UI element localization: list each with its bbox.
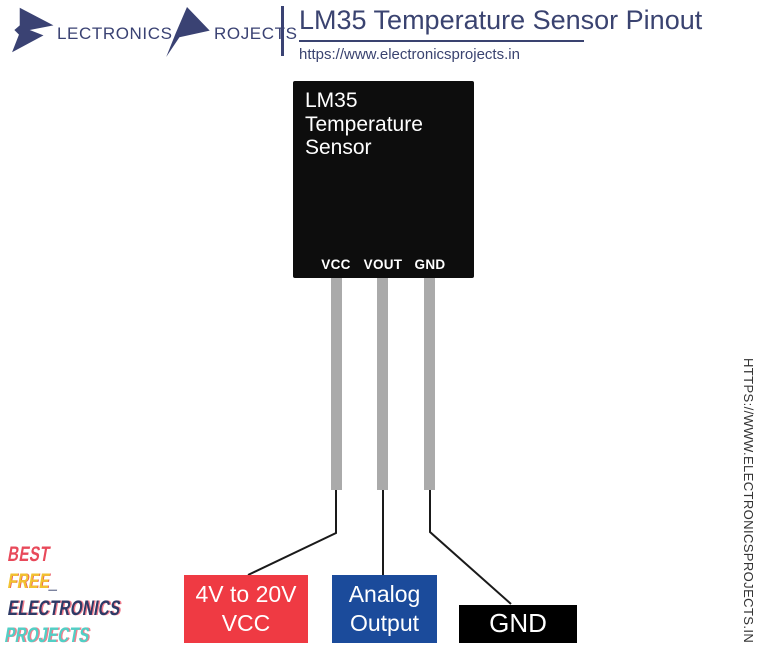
vcc-callout-box: 4V to 20V VCC (184, 575, 308, 643)
vcc-wire (247, 490, 337, 576)
brand-electronics-label: LECTRONICS (57, 24, 173, 43)
vout-callout-box: Analog Output (332, 575, 437, 643)
gnd-callout-label: GND (489, 608, 547, 639)
badge-line-electronics: ELECTRONICS (6, 597, 123, 620)
lm35-sensor-body: LM35 Temperature Sensor VCC VOUT GND (293, 81, 474, 278)
header-divider (281, 6, 284, 56)
badge-line-best: BEST (6, 543, 53, 566)
badge-line-free: FREE_ (6, 570, 61, 593)
best-free-projects-badge: BEST FREE_ ELECTRONICS PROJECTS (3, 541, 126, 653)
title-underline (299, 40, 584, 42)
website-url: https://www.electronicsprojects.in (299, 46, 520, 63)
side-url-watermark: HTTPS://WWW.ELECTRONICSPROJECTS.IN (741, 358, 756, 644)
sensor-name-label: LM35 Temperature Sensor (305, 89, 423, 160)
badge-line-projects: PROJECTS (3, 624, 92, 647)
gnd-pin-lead (424, 278, 435, 490)
projects-p-logo-icon (166, 6, 210, 58)
gnd-callout-box: GND (459, 605, 577, 643)
vout-callout-line1: Analog (348, 580, 421, 607)
vcc-callout-line1: 4V to 20V (195, 580, 297, 607)
brand-projects-label: ROJECTS (214, 24, 298, 43)
page-title: LM35 Temperature Sensor Pinout (299, 5, 703, 35)
pin-name-vcc: VCC (321, 257, 351, 272)
vcc-pin-lead (331, 278, 342, 490)
electronics-e-logo-icon (12, 7, 54, 53)
pin-name-vout: VOUT (363, 257, 403, 272)
pin-name-gnd: GND (414, 257, 446, 272)
gnd-wire (429, 490, 512, 605)
vcc-callout-line2: VCC (221, 610, 271, 636)
vout-callout-line2: Output (349, 610, 420, 636)
vout-pin-lead (377, 278, 388, 490)
